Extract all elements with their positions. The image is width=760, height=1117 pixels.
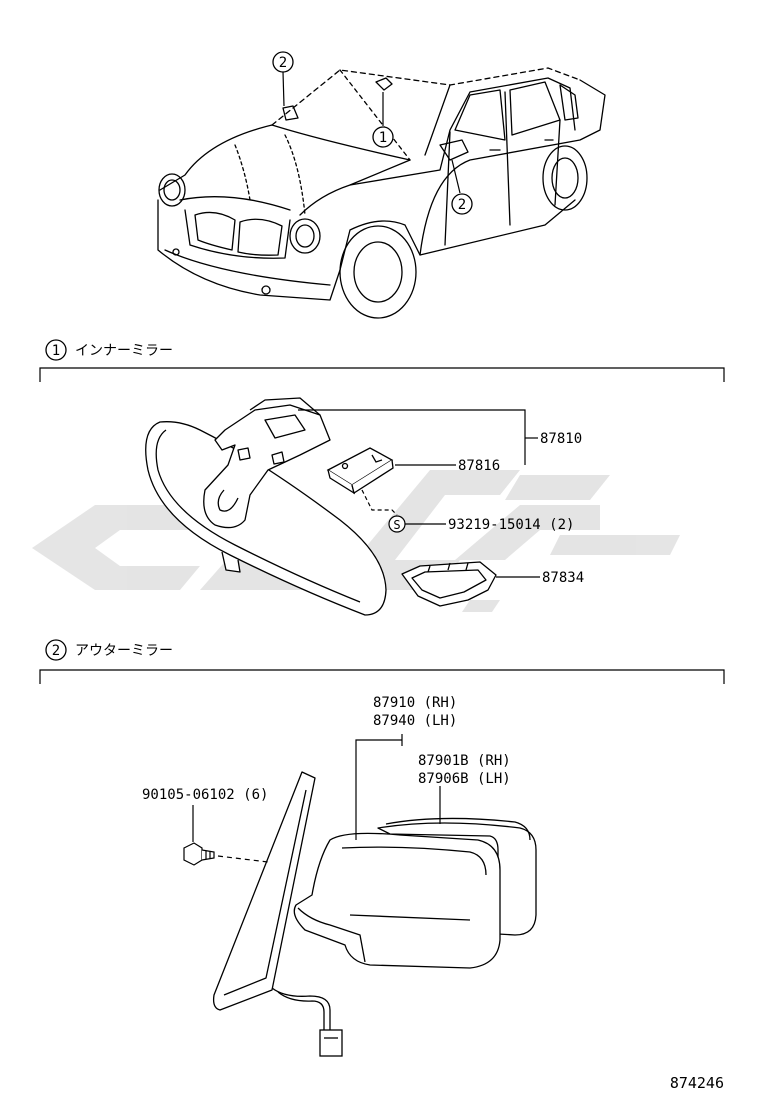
section-1-title: インナーミラー	[75, 343, 173, 359]
mirror-harness	[271, 987, 343, 1057]
part-number-90105-06102: 90105-06102 (6)	[142, 787, 268, 803]
door-panel	[212, 771, 316, 1011]
section-2-number: 2	[52, 643, 60, 659]
outer-mirror-leaders	[192, 734, 441, 863]
part-number-93219-15014: 93219-15014 (2)	[448, 517, 574, 533]
section-1-number: 1	[52, 343, 60, 359]
mirror-glass	[377, 817, 537, 936]
part-number-87834: 87834	[542, 570, 584, 586]
car-illustration	[157, 67, 606, 319]
inner-mirror-stay	[203, 397, 331, 529]
callout-number-2-top: 2	[279, 55, 287, 71]
part-number-87901b-rh: 87901B (RH)	[418, 753, 511, 769]
part-number-87816: 87816	[458, 458, 500, 474]
section-2-bracket	[39, 669, 725, 684]
inner-mirror-body	[145, 421, 387, 616]
callout-circle-2-top	[272, 51, 294, 73]
part-number-87906b-lh: 87906B (LH)	[418, 771, 511, 787]
section-2-number-circle	[45, 639, 67, 661]
section-outer-mirror: 2 アウターミラー	[39, 639, 725, 1057]
diagram-id: 874246	[670, 1074, 724, 1092]
mirror-housing	[293, 832, 501, 969]
inner-mirror-holder	[326, 447, 394, 495]
part-number-87810: 87810	[540, 431, 582, 447]
section-inner-mirror: 1 インナーミラー	[39, 339, 725, 616]
car-callouts: 2 1 2	[272, 51, 473, 215]
callout-number-2-side: 2	[458, 197, 466, 213]
inner-mirror-cover	[401, 561, 497, 607]
section-1-bracket	[39, 367, 725, 382]
inner-mirror-leaders	[298, 409, 540, 578]
car-callout-leaders	[282, 71, 461, 194]
part-number-87940-lh: 87940 (LH)	[373, 713, 457, 729]
callout-number-1: 1	[379, 130, 387, 146]
section-2-title: アウターミラー	[75, 643, 173, 659]
part-number-87910-rh: 87910 (RH)	[373, 695, 457, 711]
bolt	[183, 842, 215, 866]
callout-circle-1	[372, 126, 394, 148]
screw-symbol: S	[393, 518, 400, 532]
section-1-number-circle	[45, 339, 67, 361]
callout-circle-2-side	[451, 193, 473, 215]
